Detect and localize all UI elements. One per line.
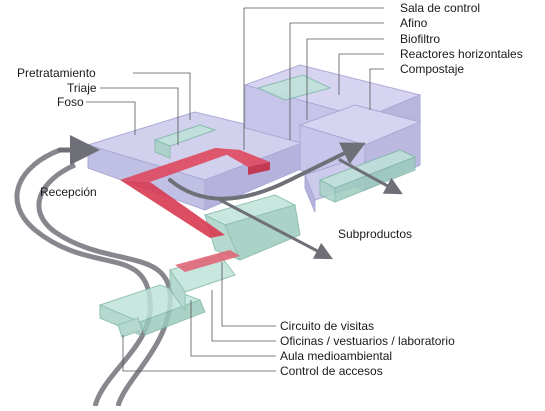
label-aula-medioambiental: Aula medioambiental [280,349,393,363]
label-control-de-accesos: Control de accesos [280,364,383,378]
access-road [14,147,173,407]
visitor-circuit-volumes [98,74,417,338]
label-circuito-de-visitas: Circuito de visitas [280,319,375,333]
label-afino: Afino [400,16,428,30]
label-compostaje: Compostaje [400,62,465,76]
label-pretratamiento: Pretratamiento [17,66,96,80]
leader-lines [86,7,384,372]
label-oficinas: Oficinas / vestuarios / laboratorio [280,334,455,348]
visit-circuit-path [120,148,270,272]
material-flow-arrows [57,135,403,260]
label-biofiltro: Biofiltro [400,32,441,46]
label-sala-de-control: Sala de control [400,1,481,15]
label-recepcion: Recepción [40,185,97,199]
label-subproductos: Subproductos [338,227,413,241]
label-foso: Foso [57,95,84,109]
label-reactores-horizontales: Reactores horizontales [400,47,523,61]
label-triaje: Triaje [67,81,97,95]
